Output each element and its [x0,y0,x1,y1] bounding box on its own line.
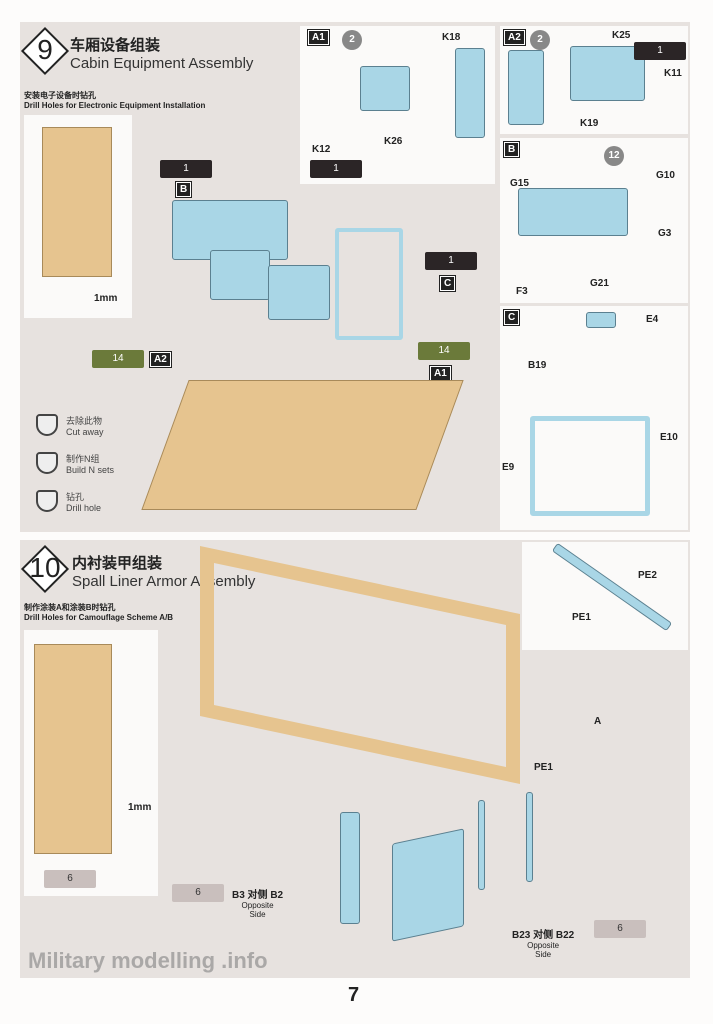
label-e9: E9 [502,462,515,473]
drill-size: 1mm [128,802,152,813]
drill-detail-panel: 1mm 6 [24,630,158,896]
label-e10: E10 [660,432,678,443]
label-g3: G3 [658,228,672,239]
label-pe1: PE1 [534,762,553,773]
step9-title-cn: 车厢设备组装 [70,37,161,54]
e4-part [586,312,616,328]
sets-icon: 12 [604,146,624,166]
drill-hole-icon [36,490,58,512]
label-g10: G10 [656,170,675,181]
side-label: Side [249,910,266,919]
tag-a2: A2 [149,351,172,368]
build-sets-icon [36,452,58,474]
legend-cn: 制作N组 [66,454,100,464]
legend-en: Cut away [66,427,104,437]
cabin-floor-part [141,380,464,510]
panel-b: B 12 G15 G10 G3 G21 F3 [500,138,688,303]
seat-back-part [508,50,544,125]
step9-note-en: Drill Holes for Electronic Equipment Ins… [24,101,206,110]
seat-part [570,46,645,101]
qty-badge: 14 [92,350,144,368]
opposite-label: Opposite [527,941,560,950]
qty-badge: 1 [425,252,477,270]
label-g21: G21 [590,278,609,289]
step10-note-cn: 制作涂装A和涂装B时钻孔 [24,603,116,612]
qty-badge: 1 [634,42,686,60]
label-pe2: PE2 [638,570,657,581]
step9-note-cn: 安装电子设备时钻孔 [24,91,96,100]
step10-title-en: Spall Liner Armor Assembly [72,573,256,590]
qty-badge: 14 [418,342,470,360]
side-label: Side [535,950,552,959]
drill-detail-panel: 1mm [24,115,132,318]
watermark: Military modelling .info [28,948,268,973]
rack-frame-part [530,416,650,516]
label-g15: G15 [510,178,529,189]
seat-back-part [455,48,485,138]
pe-strip-part [526,792,533,882]
label-f3: F3 [516,286,528,297]
sets-icon: 2 [530,30,550,50]
label-k11: K11 [664,68,682,79]
qty-badge: 6 [594,920,646,938]
step10-title-cn: 内衬装甲组装 [72,555,163,572]
spall-liner-b23 [392,828,464,942]
pe-detail-panel: PE2 PE1 [522,542,688,650]
pe-strip-part [478,800,485,890]
label-k26: K26 [384,136,403,147]
spall-liner-b3 [340,812,360,924]
qty-badge: 6 [172,884,224,902]
seat-part [210,250,270,300]
label-k18: K18 [442,32,461,43]
legend-en: Drill hole [66,503,102,513]
step9-title-en: Cabin Equipment Assembly [70,55,254,72]
tag-c: C [438,275,457,292]
dashboard-part [518,188,628,236]
legend-en: Build N sets [66,465,115,475]
cut-away-icon [36,414,58,436]
cabin-floor-part [42,127,112,277]
panel-a1: A1 2 K18 K12 K26 1 [300,26,495,184]
tag-b: B [502,141,521,158]
page-number: 7 [348,984,360,1006]
opposite-label: Opposite [241,901,274,910]
tag-c: C [502,309,521,326]
label-k19: K19 [580,118,599,129]
legend-cn: 钻孔 [66,492,85,502]
qty-badge: 1 [160,160,212,178]
label-e4: E4 [646,314,659,325]
tag-a1: A1 [429,365,452,382]
tag-b: B [174,181,193,198]
qty-badge: 1 [310,160,362,178]
label-k12: K12 [312,144,331,155]
label-a: A [594,716,602,727]
hull-floor-part [34,644,112,854]
b3-label: B3 对侧 B2 [232,890,284,901]
rack-frame-part [335,228,403,340]
seat-part [268,265,330,320]
label-k25: K25 [612,30,631,41]
b23-label: B23 对侧 B22 [512,930,575,941]
seat-part [360,66,410,111]
step10-number: 10 [29,552,61,583]
drill-size: 1mm [94,293,118,304]
tag-a2: A2 [503,29,526,46]
sets-icon: 2 [342,30,362,50]
tag-a1: A1 [307,29,330,46]
legend-cn: 去除此物 [66,416,103,426]
step10-note-en: Drill Holes for Camouflage Scheme A/B [24,613,174,622]
pe-strip-part [551,542,673,632]
label-b19: B19 [528,360,547,371]
qty-badge: 6 [44,870,96,888]
panel-c: C E4 B19 E10 E9 [500,306,688,530]
label-pe1: PE1 [572,612,591,623]
panel-a2: A2 2 K25 1 K11 K19 [500,26,688,134]
step9-number: 9 [37,34,53,65]
